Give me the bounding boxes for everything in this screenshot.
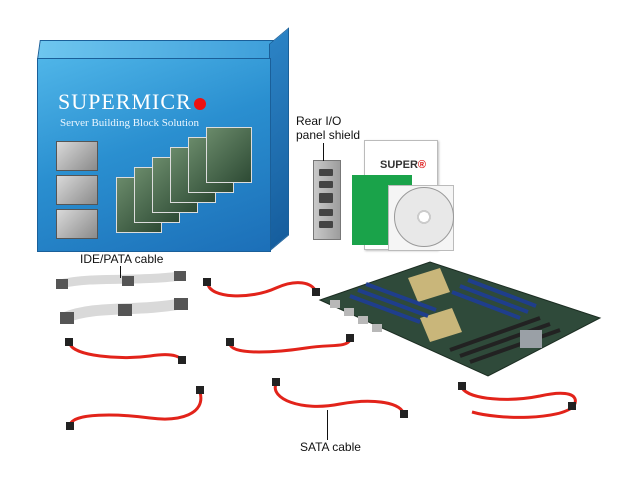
- sata-cable-label: SATA cable: [300, 440, 361, 454]
- cpu-socket-1: [408, 268, 450, 302]
- shield-port-3: [319, 193, 333, 203]
- manual-logo: SUPER®: [380, 159, 427, 171]
- server-thumb-2: [56, 175, 98, 205]
- sata-cable-4: [68, 391, 203, 427]
- brand-logo: SUPERMICR: [58, 89, 206, 115]
- rear-io-label-line1: Rear I/O: [296, 114, 342, 128]
- chipset-heatsink: [520, 330, 542, 348]
- rear-io-shield: [313, 160, 341, 240]
- rear-io-label: Rear I/O panel shield: [296, 114, 360, 142]
- brand-logo-dot: [193, 97, 206, 110]
- box-front-panel: SUPERMICR Server Building Block Solution: [37, 58, 271, 252]
- driver-cd: [394, 187, 454, 247]
- cpu-socket-2: [420, 308, 462, 342]
- sata-cable-2: [68, 343, 184, 363]
- ide-cable-label: IDE/PATA cable: [80, 252, 164, 266]
- shield-port-5: [319, 221, 333, 228]
- sata-cable-6: [460, 386, 577, 419]
- pci-slots: [449, 316, 561, 364]
- retail-box: SUPERMICR Server Building Block Solution: [37, 27, 289, 253]
- board-image-6: [206, 127, 252, 183]
- sata-cable-5: [273, 383, 406, 417]
- server-thumb-1: [56, 141, 98, 171]
- rear-io-leader-line: [323, 143, 324, 161]
- shield-port-1: [319, 169, 333, 176]
- shield-port-4: [319, 209, 333, 216]
- sata-connectors: [65, 278, 576, 430]
- server-thumb-3: [56, 209, 98, 239]
- sata-cable-1: [206, 281, 318, 298]
- shield-port-2: [319, 181, 333, 188]
- rear-io-ports: [330, 300, 382, 332]
- sata-cable-3: [228, 339, 352, 354]
- motherboard: [318, 261, 602, 377]
- ide-cable-2: [60, 298, 188, 324]
- dimm-slots: [349, 278, 537, 324]
- sata-leader-line: [327, 410, 328, 440]
- sata-cables: [68, 281, 577, 427]
- box-tagline: Server Building Block Solution: [60, 117, 200, 129]
- rear-io-label-line2: panel shield: [296, 128, 361, 142]
- ide-leader-line: [120, 266, 121, 278]
- ide-cable-1: [56, 271, 186, 289]
